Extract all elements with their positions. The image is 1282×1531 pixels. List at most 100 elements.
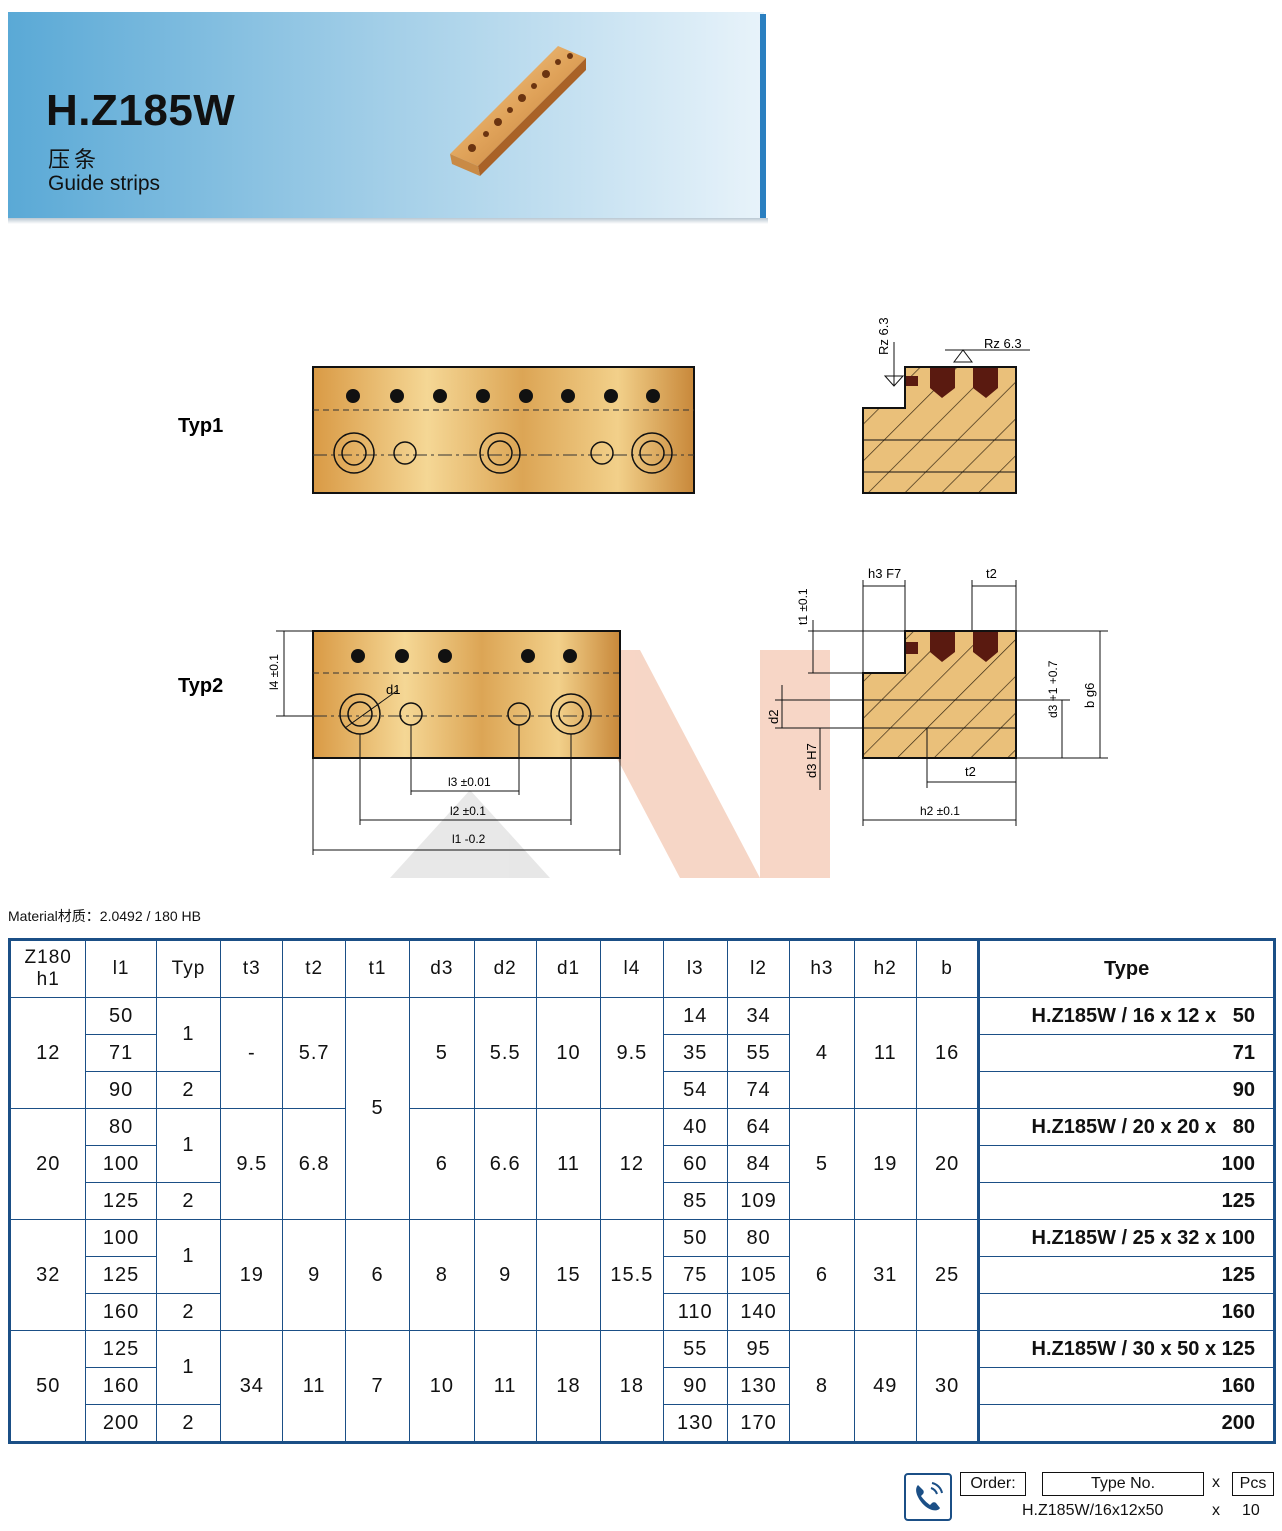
phone-icon[interactable] bbox=[904, 1473, 952, 1521]
col-header-t3: t3 bbox=[220, 939, 284, 998]
col-header-d1: d1 bbox=[535, 939, 602, 998]
cell-t3: 9.5 bbox=[220, 1108, 284, 1220]
cell-l3: 14 bbox=[662, 997, 728, 1035]
type-no-field[interactable]: Type No. bbox=[1042, 1472, 1204, 1496]
cell-type: 90 bbox=[977, 1071, 1275, 1109]
cell-h2: 19 bbox=[853, 1108, 917, 1220]
cell-typ: 2 bbox=[155, 1071, 222, 1109]
cell-h3: 8 bbox=[789, 1330, 855, 1443]
cell-type: H.Z185W / 30 x 50 x 125 bbox=[977, 1330, 1275, 1368]
cell-l2: 64 bbox=[726, 1108, 791, 1146]
dim-h2: h2 ±0.1 bbox=[920, 804, 960, 818]
cell-l3: 60 bbox=[662, 1145, 728, 1183]
cell-l3: 85 bbox=[662, 1182, 728, 1220]
table-row: 160 2 110 140 160 bbox=[10, 1293, 1275, 1331]
cell-t3: - bbox=[220, 997, 284, 1109]
cell-typ: 1 bbox=[155, 1108, 222, 1183]
pcs-field[interactable]: Pcs bbox=[1232, 1472, 1274, 1496]
cell-h2: 49 bbox=[853, 1330, 917, 1443]
table-row: 125 75 105 125 bbox=[10, 1256, 1275, 1294]
dim-d2: d2 bbox=[766, 710, 781, 724]
cell-l1: 100 bbox=[85, 1145, 157, 1183]
cell-t2: 11 bbox=[282, 1330, 346, 1443]
cell-typ: 1 bbox=[155, 1330, 222, 1405]
dim-t2-top: t2 bbox=[986, 566, 997, 581]
typ1-front-view bbox=[312, 366, 695, 494]
cell-type: 71 bbox=[977, 1034, 1275, 1072]
cell-t2: 6.8 bbox=[282, 1108, 346, 1220]
cell-d2: 11 bbox=[473, 1330, 537, 1443]
col-header-typ: Typ bbox=[155, 939, 222, 998]
cell-t1: 5 bbox=[344, 997, 411, 1220]
cell-d3: 6 bbox=[409, 1108, 475, 1220]
cell-t2: 9 bbox=[282, 1219, 346, 1331]
cell-l2: 140 bbox=[726, 1293, 791, 1331]
cell-h1: 50 bbox=[8, 1330, 87, 1443]
table-row: 100 60 84 100 bbox=[10, 1145, 1275, 1183]
cell-l3: 110 bbox=[662, 1293, 728, 1331]
dim-l4: l4 ±0.1 bbox=[267, 654, 281, 690]
cell-l1: 80 bbox=[85, 1108, 157, 1146]
rz-label-b: Rz 6.3 bbox=[984, 336, 1022, 351]
material-note: Material材质：2.0492 / 180 HB bbox=[8, 908, 201, 924]
cell-l1: 100 bbox=[85, 1219, 157, 1257]
dim-l3: l3 ±0.01 bbox=[448, 775, 491, 789]
col-header-l3: l3 bbox=[662, 939, 728, 998]
col-header-l4: l4 bbox=[600, 939, 664, 998]
table-row: 20 80 1 9.5 6.8 6 6.6 11 12 40 64 5 19 2… bbox=[8, 1108, 1275, 1220]
cell-d1: 15 bbox=[535, 1219, 602, 1331]
cell-d3: 10 bbox=[409, 1330, 475, 1443]
multiply-sign-example: x bbox=[1212, 1502, 1220, 1519]
cell-t1: 7 bbox=[344, 1330, 411, 1443]
subtitle-english: Guide strips bbox=[48, 172, 161, 195]
cell-h3: 4 bbox=[789, 997, 855, 1109]
header-edge bbox=[760, 14, 766, 218]
dim-t1: t1 ±0.1 bbox=[796, 588, 810, 625]
cell-l2: 130 bbox=[726, 1367, 791, 1405]
dim-b: b g6 bbox=[1082, 683, 1097, 708]
multiply-sign: x bbox=[1212, 1474, 1220, 1491]
typ2-section-view: h3 F7 t2 t1 ±0.1 d3 +1 +0.7 b g6 d2 d3 H… bbox=[766, 566, 1108, 826]
order-example-qty: 10 bbox=[1242, 1502, 1260, 1519]
cell-l3: 35 bbox=[662, 1034, 728, 1072]
dim-d3-h7: d3 H7 bbox=[804, 743, 819, 778]
cell-l2: 84 bbox=[726, 1145, 791, 1183]
cell-typ: 2 bbox=[155, 1404, 222, 1443]
cell-d1: 18 bbox=[535, 1330, 602, 1443]
cell-l2: 170 bbox=[726, 1404, 791, 1443]
table-row: 12 50 1 - 5.7 5 5 5.5 10 9.5 14 34 4 11 … bbox=[8, 997, 1275, 1220]
cell-type: 200 bbox=[977, 1404, 1275, 1443]
table-row: 125 2 85 109 125 bbox=[10, 1182, 1275, 1220]
cell-h1: 20 bbox=[8, 1108, 87, 1220]
col-header-h2: h2 bbox=[853, 939, 917, 998]
cell-l1: 90 bbox=[85, 1071, 157, 1109]
cell-typ: 2 bbox=[155, 1293, 222, 1331]
dim-l1: l1 -0.2 bbox=[452, 832, 486, 846]
cell-l2: 55 bbox=[726, 1034, 791, 1072]
cell-t1: 6 bbox=[344, 1219, 411, 1331]
cell-l3: 50 bbox=[662, 1219, 728, 1257]
cell-l3: 130 bbox=[662, 1404, 728, 1443]
table-row: 90 2 54 74 90 bbox=[10, 1071, 1275, 1109]
col-header-type: Type bbox=[977, 939, 1275, 998]
header-banner bbox=[8, 12, 764, 218]
cell-l1: 160 bbox=[85, 1367, 157, 1405]
cell-d1: 11 bbox=[535, 1108, 602, 1220]
table-row: 50 125 1 34 11 7 10 11 18 18 55 95 8 49 … bbox=[8, 1330, 1275, 1443]
product-image bbox=[450, 46, 586, 176]
typ1-section-view: Rz 6.3 Rz 6.3 bbox=[862, 317, 1030, 494]
cell-l2: 109 bbox=[726, 1182, 791, 1220]
cell-l2: 34 bbox=[726, 997, 791, 1035]
cell-h2: 31 bbox=[853, 1219, 917, 1331]
page-title: H.Z185W bbox=[46, 86, 236, 135]
cell-h1: 32 bbox=[8, 1219, 87, 1331]
cell-type: H.Z185W / 20 x 20 x 80 bbox=[977, 1108, 1275, 1146]
cell-b: 25 bbox=[915, 1219, 980, 1331]
cell-l1: 160 bbox=[85, 1293, 157, 1331]
cell-l1: 50 bbox=[85, 997, 157, 1035]
table-header-row: Z180 h1 l1 Typ t3 t2 t1 d3 d2 d1 l4 l3 l… bbox=[8, 939, 1275, 998]
col-header-t1: t1 bbox=[344, 939, 411, 998]
subtitle-chinese: 压条 bbox=[48, 147, 101, 172]
rz-label-a: Rz 6.3 bbox=[876, 317, 891, 355]
dim-l2: l2 ±0.1 bbox=[450, 804, 486, 818]
